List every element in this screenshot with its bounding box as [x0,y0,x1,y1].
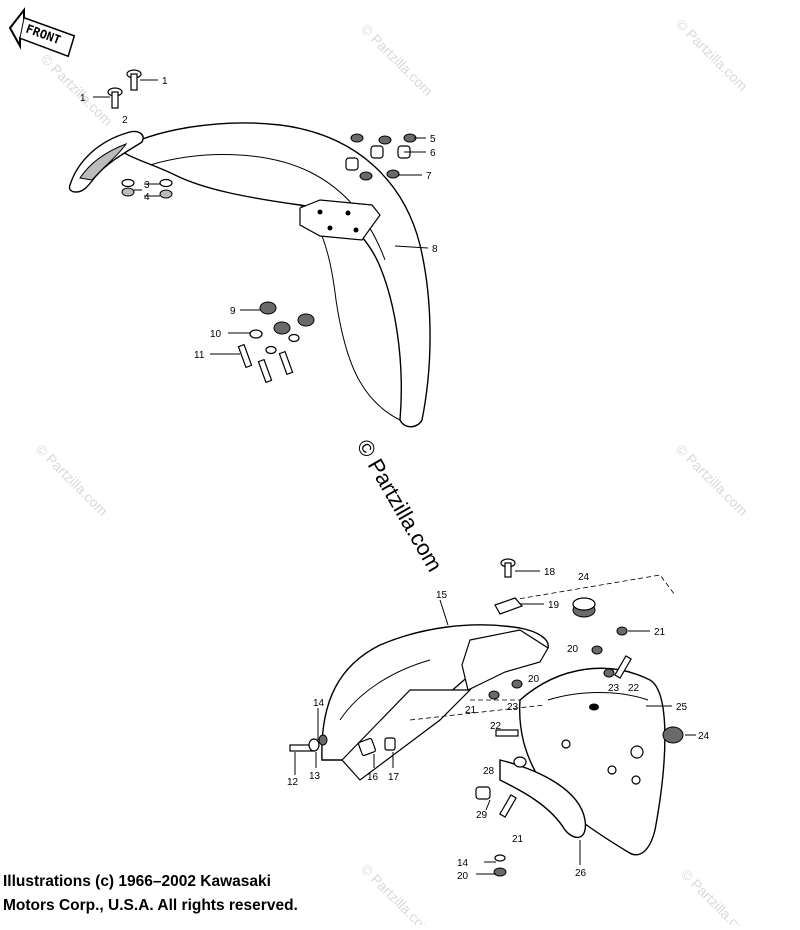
callout-20c: 20 [457,871,469,882]
copyright-line-2: Motors Corp., U.S.A. All rights reserved… [3,897,298,914]
watermark-top-center: © Partzilla.com [358,21,436,99]
callout-11: 11 [194,350,205,361]
watermark-center: © Partzilla.com [352,435,448,576]
callout-29: 29 [476,810,488,821]
callout-1b: 1 [80,93,86,104]
watermark-bottom-right: © Partzilla.com [678,866,756,925]
copyright-line-1: Illustrations (c) 1966–2002 Kawasaki [3,873,271,890]
callout-9: 9 [230,306,236,317]
screw-1a [126,69,142,91]
callout-23b: 23 [507,702,519,713]
callout-10: 10 [210,329,222,340]
callout-7: 7 [426,171,432,182]
callout-4: 4 [144,192,150,203]
callout-24b: 24 [698,731,710,742]
callout-2: 2 [122,115,128,126]
callout-15: 15 [436,590,448,601]
callout-12: 12 [287,777,299,788]
callout-17: 17 [388,772,400,783]
callout-14b: 14 [457,858,469,869]
callout-26: 26 [575,868,587,879]
callout-3: 3 [144,180,150,191]
grommet-cluster [345,133,417,181]
watermark-mid-right: © Partzilla.com [673,441,751,519]
watermark-top-right: © Partzilla.com [673,16,751,94]
callout-14a: 14 [313,698,325,709]
rear-fender-hardware [289,558,684,877]
rear-fender [321,574,676,856]
callout-16: 16 [367,772,379,783]
callout-24a: 24 [578,572,590,583]
lower-mount-hardware [237,301,315,384]
callout-28: 28 [483,766,495,777]
callout-18: 18 [544,567,556,578]
watermark-bottom-center: © Partzilla.com [358,861,436,925]
front-direction-arrow: FRONT [8,7,76,58]
callout-1a: 1 [162,76,168,87]
callout-numbers: 1 1 2 3 4 5 6 7 8 9 10 11 18 19 15 24 21… [80,76,710,882]
watermark-mid-left: © Partzilla.com [33,441,111,519]
callout-8: 8 [432,244,438,255]
leader-lines [93,79,696,875]
watermark-top-left: © Partzilla.com [38,51,116,129]
callout-23a: 23 [608,683,620,694]
callout-20a: 20 [567,644,579,655]
callout-19: 19 [548,600,560,611]
callout-21b: 21 [465,705,477,716]
callout-13: 13 [309,771,321,782]
callout-20b: 20 [528,674,540,685]
front-fender [68,122,431,428]
callout-22b: 22 [490,721,502,732]
callout-6: 6 [430,148,436,159]
callout-22a: 22 [628,683,640,694]
screw-1b [107,87,123,109]
callout-21c: 21 [512,834,524,845]
callout-25: 25 [676,702,688,713]
callout-21a: 21 [654,627,666,638]
callout-5: 5 [430,134,436,145]
front-fender-hardware [107,69,417,384]
